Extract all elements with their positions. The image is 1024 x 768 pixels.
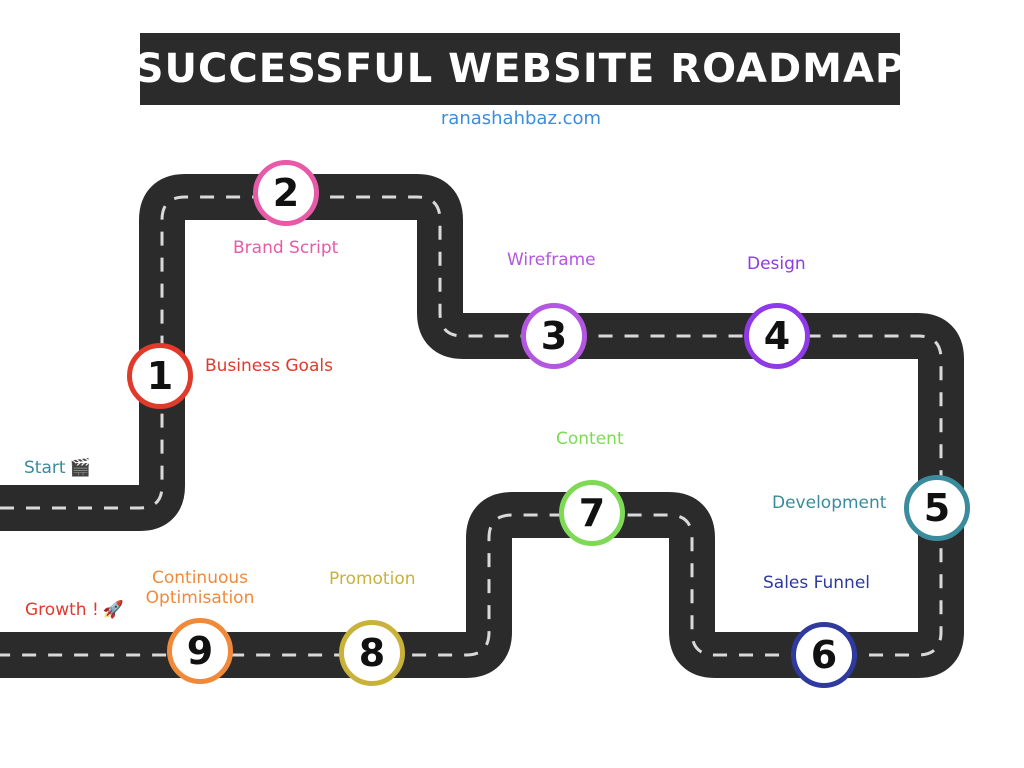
milestone-number: 7 (578, 491, 606, 535)
end-text: Growth ! (25, 600, 99, 620)
milestone-6: 6 (791, 622, 857, 688)
milestone-7: 7 (559, 480, 625, 546)
road-center-dashes (0, 195, 943, 657)
rocket-icon: 🚀 (102, 600, 124, 620)
milestone-5: 5 (904, 475, 970, 541)
milestone-6-label: Sales Funnel (763, 573, 871, 593)
milestone-number: 9 (186, 629, 214, 673)
clapperboard-icon: 🎬 (69, 458, 91, 478)
milestone-8: 8 (339, 620, 405, 686)
website-url: ranashahbaz.com (440, 108, 602, 129)
milestone-number: 1 (146, 354, 174, 398)
milestone-3-label: Wireframe (507, 250, 596, 270)
milestone-9-label: Continuous Optimisation (140, 568, 260, 608)
milestone-7-label: Content (556, 429, 624, 449)
milestone-number: 8 (358, 631, 386, 675)
milestone-9-label-line1: Continuous (151, 568, 248, 588)
milestone-9-label-line2: Optimisation (145, 588, 255, 608)
end-label: Growth !🚀 (25, 600, 124, 620)
start-label: Start🎬 (24, 458, 91, 478)
milestone-5-label: Development (772, 493, 887, 513)
milestone-1-label: Business Goals (205, 356, 333, 376)
milestone-2: 2 (253, 160, 319, 226)
milestone-8-label: Promotion (329, 569, 416, 589)
title-banner: SUCCESSFUL WEBSITE ROADMAP (135, 33, 904, 105)
milestone-number: 5 (923, 486, 951, 530)
milestone-2-label: Brand Script (233, 238, 339, 258)
milestone-number: 6 (810, 633, 838, 677)
milestone-number: 4 (763, 314, 791, 358)
milestone-4-label: Design (747, 254, 806, 274)
milestone-number: 2 (272, 171, 300, 215)
milestone-9: 9 (167, 618, 233, 684)
start-text: Start (24, 458, 66, 478)
page-title: SUCCESSFUL WEBSITE ROADMAP (134, 46, 906, 92)
milestone-1: 1 (127, 343, 193, 409)
milestone-3: 3 (521, 303, 587, 369)
milestone-number: 3 (540, 314, 568, 358)
milestone-4: 4 (744, 303, 810, 369)
